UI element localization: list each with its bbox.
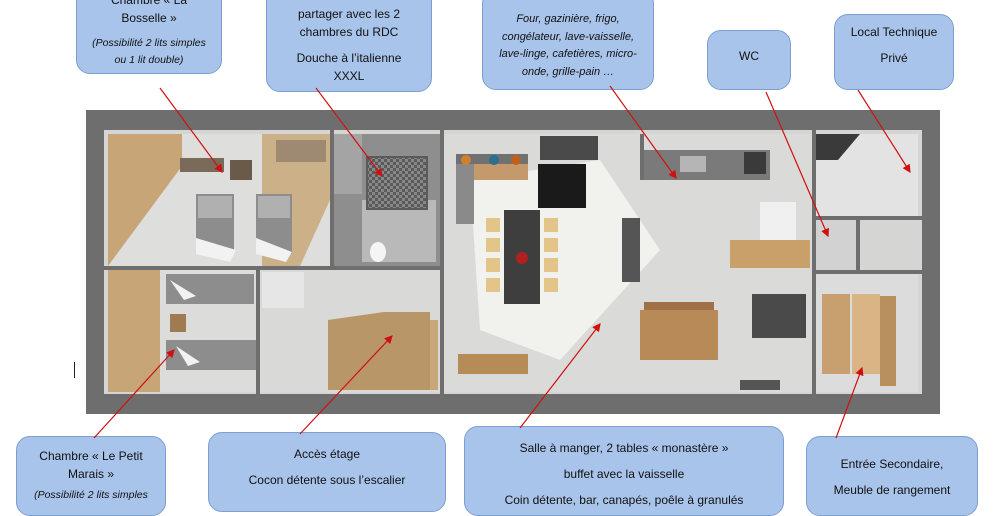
bosselle-title-line2: Bosselle » — [121, 11, 177, 25]
petit-marais-wood-floor — [108, 270, 160, 392]
callout-salle: Salle à manger, 2 tables « monastère » b… — [464, 426, 784, 516]
petit-marais-title-line1: Chambre « Le Petit — [39, 449, 143, 463]
douche-line3: Douche à l’italienne — [296, 51, 402, 65]
callout-wc: WC — [707, 30, 791, 90]
wall-horizontal-1 — [104, 266, 442, 270]
entree-line1: Entrée Secondaire, — [840, 457, 944, 471]
buffet — [458, 354, 528, 374]
callout-douche: partager avec les 2 chambres du RDC Douc… — [266, 0, 432, 92]
wall-horizontal-3 — [816, 270, 922, 274]
petit-marais-nightstand — [170, 314, 186, 332]
stairs-upper — [328, 312, 430, 390]
stove-top — [744, 152, 766, 174]
callout-entree: Entrée Secondaire, Meuble de rangement — [806, 436, 978, 516]
acces-line2: Cocon détente sous l’escalier — [248, 473, 406, 487]
local-line2: Privé — [880, 51, 908, 65]
bed-petit-marais-2 — [166, 340, 256, 370]
room-wc — [816, 220, 856, 270]
kitchen-cabinet — [730, 240, 810, 268]
wall-vertical-4 — [812, 130, 816, 394]
wall-vertical-2 — [440, 130, 444, 394]
entree-line2: Meuble de rangement — [833, 483, 951, 497]
hall-cabinet — [262, 272, 304, 308]
bed-bosselle-2 — [256, 194, 292, 262]
wall-vertical-3 — [256, 266, 260, 394]
second-table — [640, 302, 718, 360]
kitchen-wall — [640, 134, 644, 180]
toilet — [370, 242, 386, 262]
text-cursor — [74, 362, 75, 378]
wall-vertical-1 — [330, 130, 334, 268]
wc-text: WC — [739, 49, 759, 63]
salle-line3: Coin détente, bar, canapés, poêle à gran… — [504, 493, 744, 507]
stove-box — [540, 136, 598, 160]
wall-horizontal-2 — [816, 216, 922, 220]
petit-marais-note: (Possibilité 2 lits simples — [34, 489, 148, 501]
douche-line4: XXXL — [333, 69, 365, 83]
callout-petit-marais: Chambre « Le Petit Marais » (Possibilité… — [16, 436, 166, 516]
petit-marais-title-line2: Marais » — [67, 467, 114, 481]
sink — [680, 156, 706, 172]
local-line1: Local Technique — [850, 25, 938, 39]
douche-line1: partager avec les 2 — [297, 7, 401, 21]
wc-wall — [856, 220, 860, 270]
bathroom-door-panel — [334, 134, 362, 194]
rug — [538, 164, 586, 208]
callout-local: Local Technique Privé — [834, 14, 954, 90]
bar-unit — [752, 294, 806, 338]
cuisine-text: Four, gazinière, frigo, congélateur, lav… — [499, 13, 637, 78]
coffee-table — [740, 380, 780, 390]
callout-acces: Accès étage Cocon détente sous l’escalie… — [208, 432, 446, 512]
dining-table — [486, 210, 558, 304]
kitchen-island — [622, 218, 640, 282]
salle-line1: Salle à manger, 2 tables « monastère » — [519, 441, 729, 455]
bosselle-title-line1: Chambre « La — [110, 0, 188, 7]
callout-bosselle: Chambre « La Bosselle » (Possibilité 2 l… — [76, 0, 222, 74]
bed-bosselle-1 — [196, 194, 236, 262]
douche-line2: chambres du RDC — [299, 25, 399, 39]
acces-line1: Accès étage — [293, 447, 361, 461]
bosselle-note: (Possibilité 2 lits simples ou 1 lit dou… — [92, 37, 206, 66]
storage-2 — [852, 294, 880, 374]
salle-line2: buffet avec la vaisselle — [563, 467, 685, 481]
sofa-corner — [456, 154, 528, 224]
storage-3 — [880, 296, 896, 386]
storage-1 — [822, 294, 850, 374]
bosselle-wardrobe — [276, 140, 326, 162]
bed-petit-marais-1 — [166, 274, 254, 304]
callout-cuisine: Four, gazinière, frigo, congélateur, lav… — [482, 0, 654, 90]
fridge — [760, 202, 796, 240]
